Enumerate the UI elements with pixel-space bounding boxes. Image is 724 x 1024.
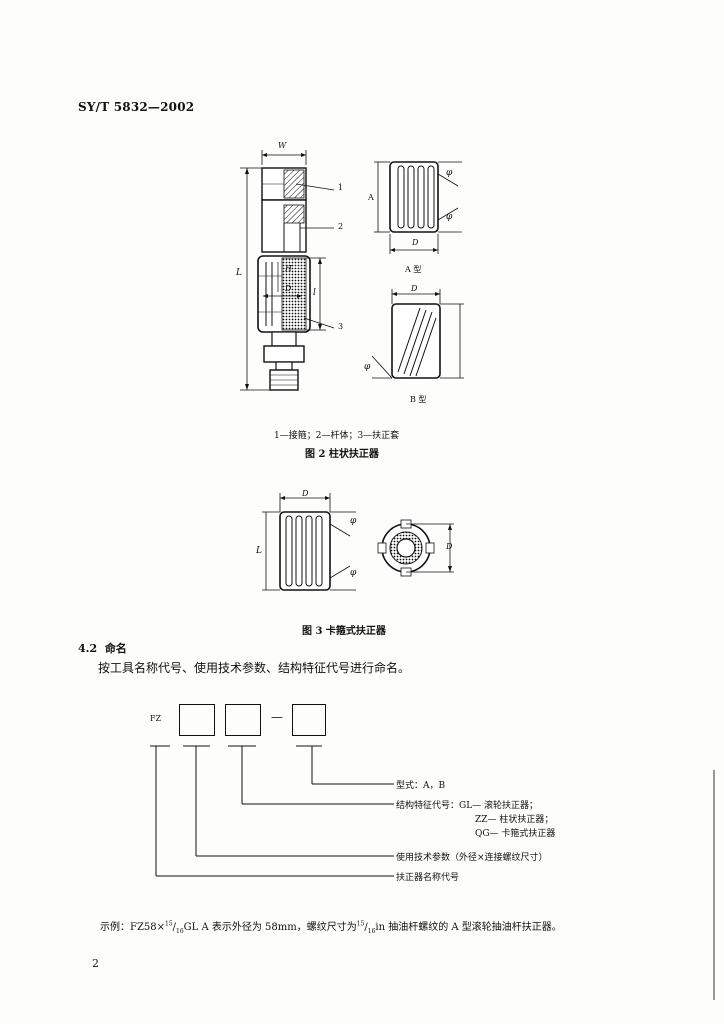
section-body: 按工具名称代号、使用技术参数、结构特征代号进行命名。 [98, 661, 411, 675]
naming-structure-zz: ZZ— 柱状扶正器； [475, 815, 554, 825]
example-line: 示例：FZ58×15/16GL A 表示外径为 58mm，螺纹尺寸为15/16i… [100, 918, 562, 935]
naming-structure-qg: QG— 卡箍式扶正器 [475, 829, 556, 839]
example-prefix: 示例：FZ58× [100, 922, 165, 933]
naming-structure-label: 结构特征代号：GL— 滚轮扶正器； [396, 801, 539, 811]
centralizer-sleeve [257, 255, 311, 333]
section-title: 命名 [104, 642, 127, 655]
naming-box-structure [225, 704, 261, 736]
naming-leader-lines [150, 745, 394, 877]
example-sup-2: 15 [356, 920, 365, 928]
label-callout-3: 3 [338, 322, 344, 331]
naming-box-param [179, 704, 215, 736]
naming-prefix: FZ [150, 714, 162, 723]
naming-dash: — [271, 710, 283, 724]
figure-2-caption: 图 2 柱状扶正器 [305, 449, 379, 460]
figure-2-legend: 1—接箍；2—杆体；3—扶正套 [274, 431, 400, 441]
type-a-d-label: D [412, 238, 419, 247]
fig3-phi-bottom: φ [350, 568, 357, 578]
figure-3-end-view [377, 519, 454, 577]
coupling [261, 167, 307, 201]
label-l: L [236, 268, 242, 278]
naming-param-label: 使用技术参数（外径×连接螺纹尺寸） [396, 853, 548, 863]
type-b-phi: φ [364, 362, 371, 372]
type-b-d-label: D [411, 284, 418, 293]
naming-name-label: 扶正器名称代号 [396, 873, 460, 883]
type-a-caption: A 型 [405, 265, 422, 274]
example-sub-2: 16 [367, 928, 376, 935]
figure-3-caption: 图 3 卡箍式扶正器 [302, 626, 386, 637]
section-heading: 4.2 命名 [78, 640, 127, 656]
label-h: H [285, 264, 292, 273]
example-sub-1: 16 [176, 928, 184, 935]
example-sep-2: / [364, 922, 368, 933]
fig3-d-side: D [446, 542, 453, 551]
dimension-w [261, 150, 307, 165]
naming-box-type [292, 704, 326, 736]
rod-body [261, 199, 307, 253]
type-b-drawing [371, 289, 464, 379]
type-a-drawing [374, 161, 462, 254]
naming-type-label: 型式：A，B [396, 781, 446, 791]
leader-lines [295, 183, 335, 329]
page-number: 2 [92, 957, 99, 970]
label-l-small: l [313, 288, 316, 298]
fig3-phi-top: φ [350, 516, 357, 526]
dimension-l [240, 167, 270, 391]
label-callout-2: 2 [338, 222, 344, 231]
example-sep-1: / [172, 922, 177, 933]
type-a-phi-bottom: φ [446, 212, 453, 222]
type-a-a-label: A [368, 193, 374, 202]
dimension-h-d [263, 262, 302, 298]
example-suffix: in 抽油杆螺纹的 A 型滚轮抽油杆扶正器。 [375, 922, 562, 933]
example-sup-1: 15 [165, 920, 173, 928]
type-a-phi-top: φ [446, 168, 453, 178]
type-b-caption: B 型 [410, 395, 427, 404]
dimension-l-small [306, 257, 326, 331]
section-number: 4.2 [78, 642, 98, 655]
label-w: W [278, 141, 287, 150]
label-callout-1: 1 [338, 183, 344, 192]
fig3-l-label: L [256, 546, 262, 556]
standard-number: SY/T 5832—2002 [78, 100, 195, 114]
figure-3-side-view [262, 493, 356, 591]
example-code: GL A 表示外径为 58mm，螺纹尺寸为 [183, 922, 357, 933]
rod-pin [263, 331, 305, 391]
label-d: D [285, 284, 292, 293]
fig3-d-top: D [302, 489, 309, 498]
